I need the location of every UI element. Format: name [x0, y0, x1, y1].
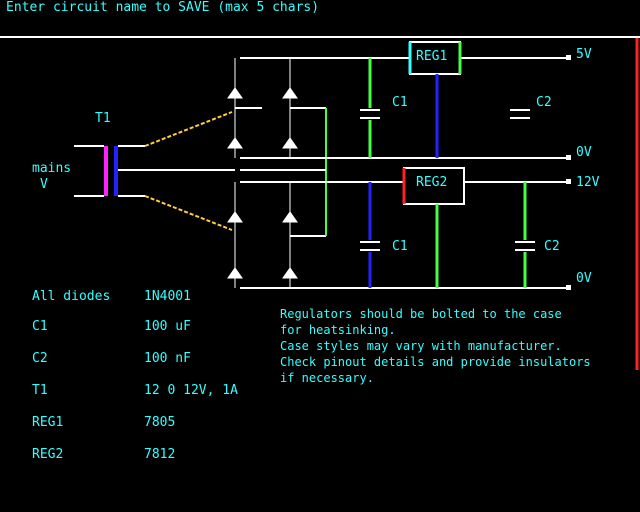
label-mains: mains	[32, 161, 72, 176]
label-reg1: REG1	[416, 49, 448, 64]
component-ref: T1	[32, 383, 48, 398]
diode-bridge-lower	[227, 182, 326, 288]
note-line: for heatsinking.	[280, 323, 396, 337]
component-value: 1N4001	[144, 289, 191, 304]
component-value: 100 uF	[144, 319, 191, 334]
label-c1-upper: C1	[392, 95, 408, 110]
component-value: 7812	[144, 447, 176, 462]
terminal-5v	[566, 55, 571, 60]
component-value: 7805	[144, 415, 176, 430]
label-t1: T1	[95, 111, 111, 126]
terminal-12v	[566, 179, 571, 184]
note-line: Regulators should be bolted to the case	[280, 307, 562, 321]
component-ref: REG1	[32, 415, 64, 430]
terminal-0v-top	[566, 155, 571, 160]
wire-diag-upper	[144, 111, 233, 147]
component-ref: C1	[32, 319, 48, 334]
label-input-v: V	[40, 177, 48, 192]
label-c1-lower: C1	[392, 239, 408, 254]
component-ref: C2	[32, 351, 48, 366]
label-out-12v: 12V	[576, 175, 600, 190]
label-c2-upper: C2	[536, 95, 552, 110]
header-divider	[0, 36, 640, 38]
label-out-0v-top: 0V	[576, 145, 592, 160]
label-out-0v-bottom: 0V	[576, 271, 592, 286]
note-line: if necessary.	[280, 371, 374, 385]
component-ref: All diodes	[32, 289, 111, 304]
note-line: Case styles may vary with manufacturer.	[280, 339, 562, 353]
wire-diag-lower	[144, 195, 233, 231]
save-prompt: Enter circuit name to SAVE (max 5 chars)	[6, 0, 320, 15]
label-c2-lower: C2	[544, 239, 560, 254]
label-reg2: REG2	[416, 175, 448, 190]
component-value: 100 nF	[144, 351, 191, 366]
diode-bridge-upper	[227, 58, 326, 158]
component-ref: REG2	[32, 447, 64, 462]
label-out-5v: 5V	[576, 47, 592, 62]
note-line: Check pinout details and provide insulat…	[280, 355, 591, 369]
terminal-0v-bottom	[566, 285, 571, 290]
transformer-t1	[74, 145, 235, 197]
component-value: 12 0 12V, 1A	[144, 383, 238, 398]
